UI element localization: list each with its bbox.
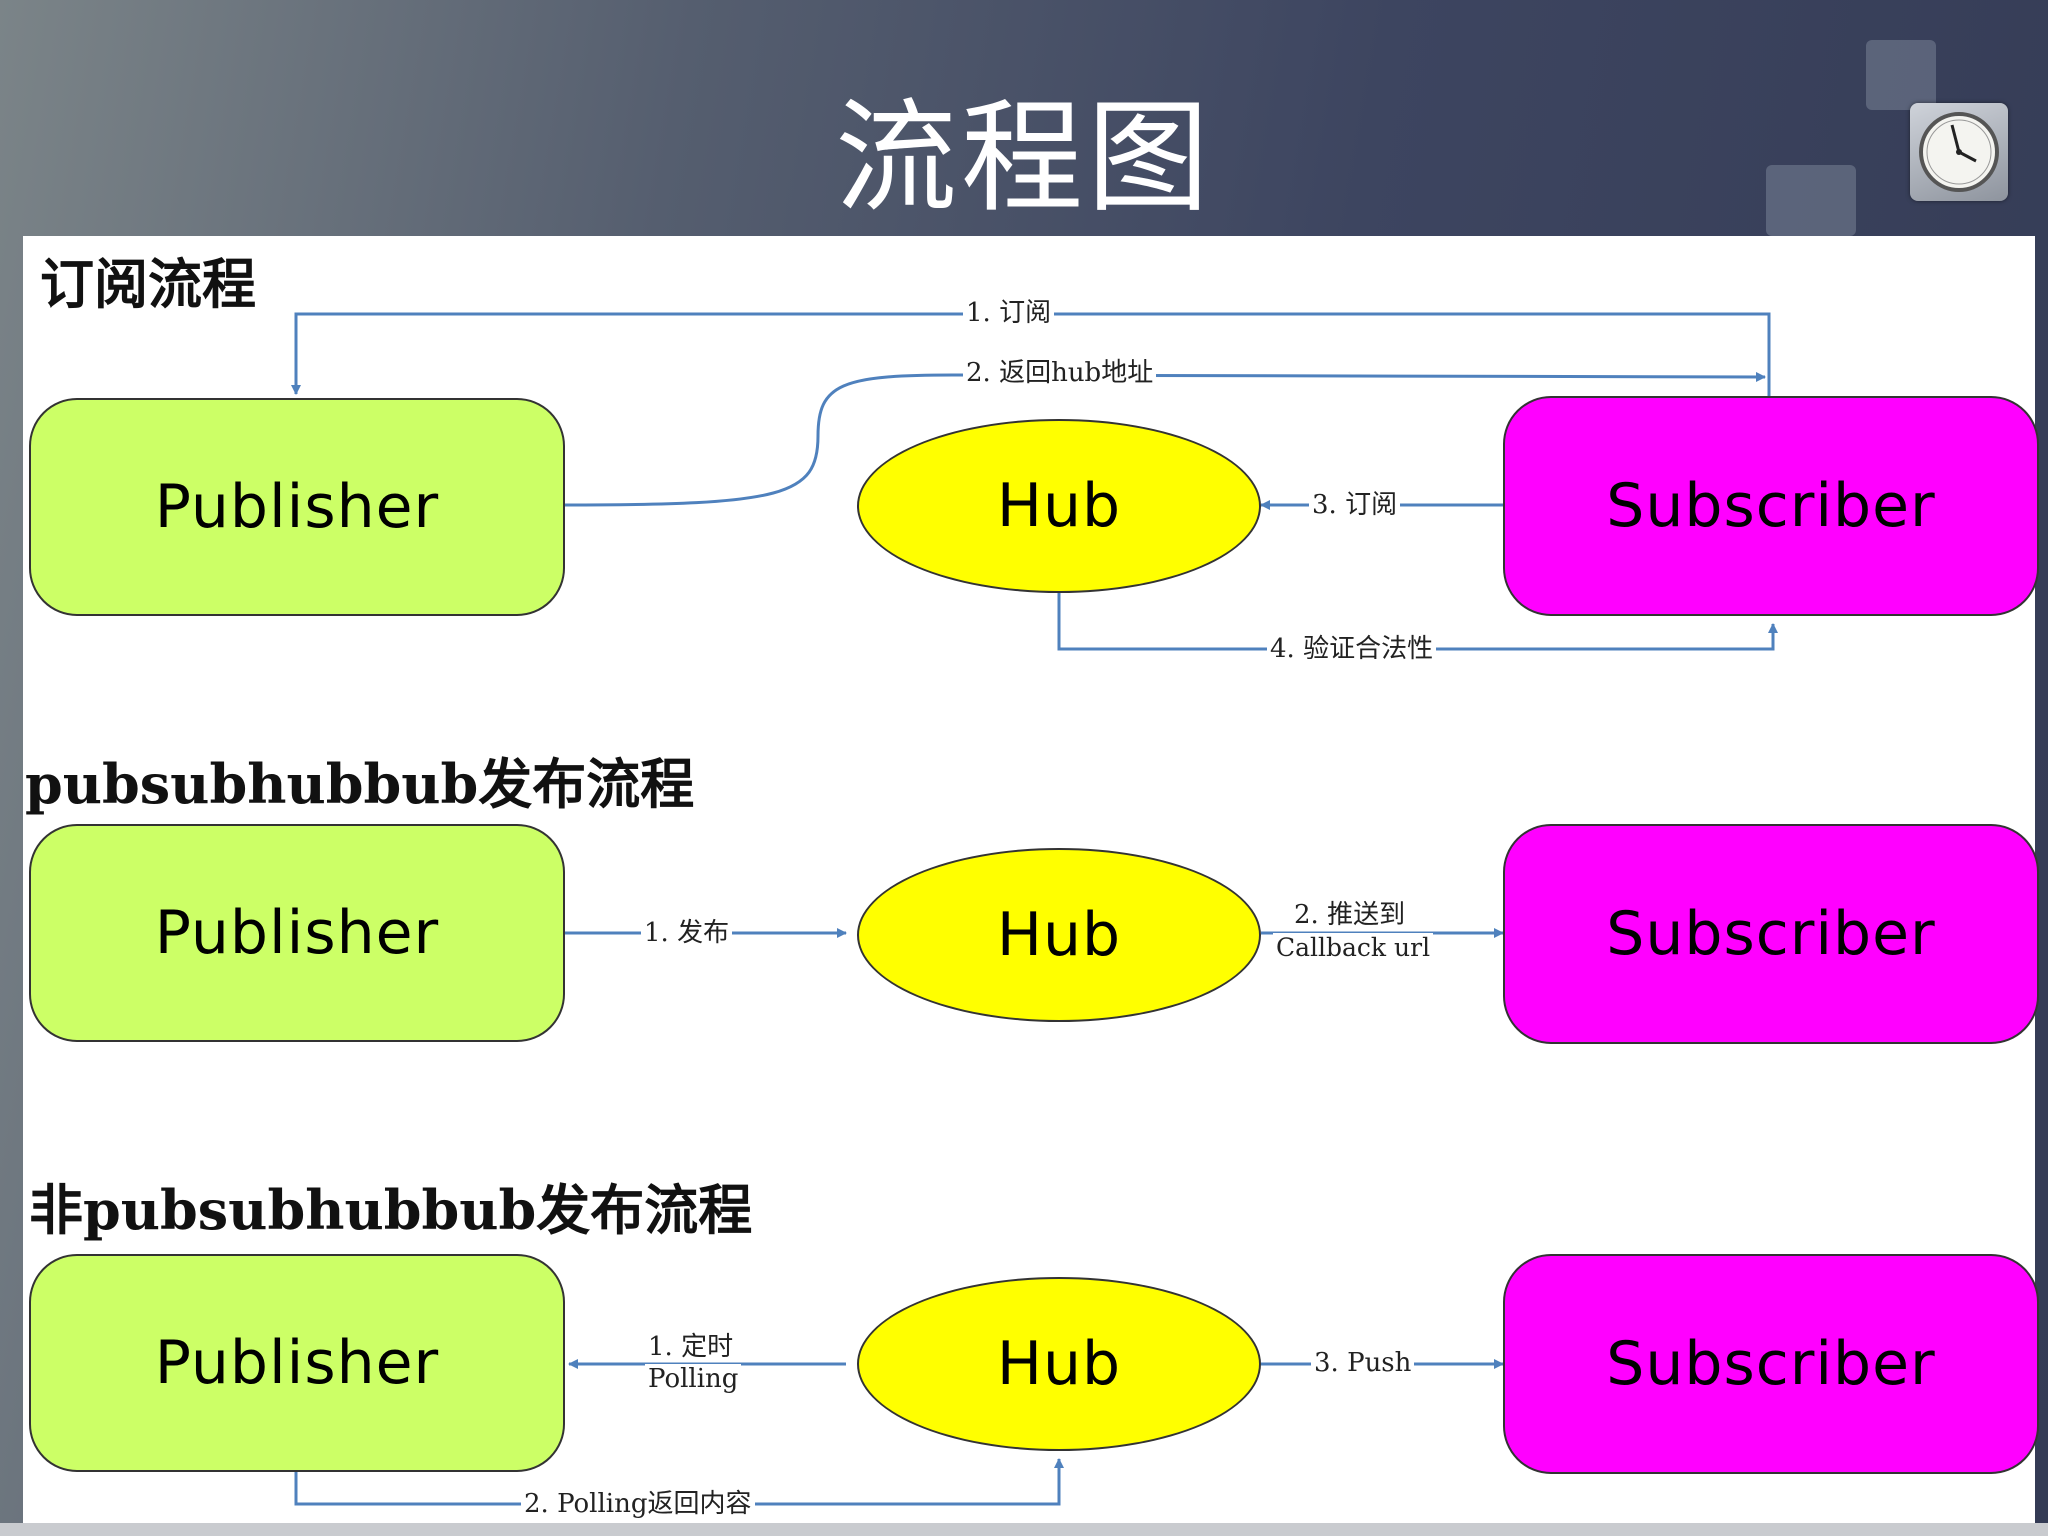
hub-node: Hub [857, 848, 1261, 1022]
clock-icon [1910, 103, 2008, 201]
section-title-pubsub-publish: pubsubhubbub发布流程 [25, 752, 695, 816]
edge-label-return-hub-address: 2. 返回hub地址 [963, 358, 1157, 388]
subscriber-node: Subscriber [1503, 1254, 2039, 1474]
slide-title: 流程图 [835, 87, 1213, 229]
publisher-node: Publisher [29, 1254, 565, 1472]
edge-label-verify: 4. 验证合法性 [1267, 634, 1437, 664]
edge-label-callback-url: Callback url [1273, 933, 1434, 963]
hub-node: Hub [857, 1277, 1261, 1451]
edge-label-push-to: 2. 推送到 [1291, 900, 1409, 930]
subscriber-node: Subscriber [1503, 396, 2039, 616]
edge-label-polling: Polling [645, 1364, 742, 1394]
edge-return-hub-address [564, 371, 1766, 507]
decorative-square [1866, 40, 1936, 110]
hub-node: Hub [857, 419, 1261, 593]
subscriber-node: Subscriber [1503, 824, 2039, 1044]
edge-label-subscribe: 1. 订阅 [963, 298, 1055, 328]
section-title-subscribe: 订阅流程 [40, 253, 256, 316]
publisher-node: Publisher [29, 824, 565, 1042]
edge-label-subscribe-hub: 3. 订阅 [1309, 490, 1401, 520]
diagram-panel: 订阅流程 Publisher Hub Subscriber 1. 订阅 2. 返… [23, 236, 2039, 1523]
edge-label-publish: 1. 发布 [641, 918, 733, 948]
edge-label-polling-return: 2. Polling返回内容 [521, 1489, 755, 1519]
edge-label-push: 3. Push [1311, 1348, 1415, 1378]
publisher-node: Publisher [29, 398, 565, 616]
edge-label-scheduled: 1. 定时 [645, 1332, 737, 1362]
bottom-bar [0, 1523, 2048, 1536]
section-title-non-pubsub-publish: 非pubsubhubbub发布流程 [29, 1178, 753, 1242]
decorative-square [1766, 165, 1856, 236]
